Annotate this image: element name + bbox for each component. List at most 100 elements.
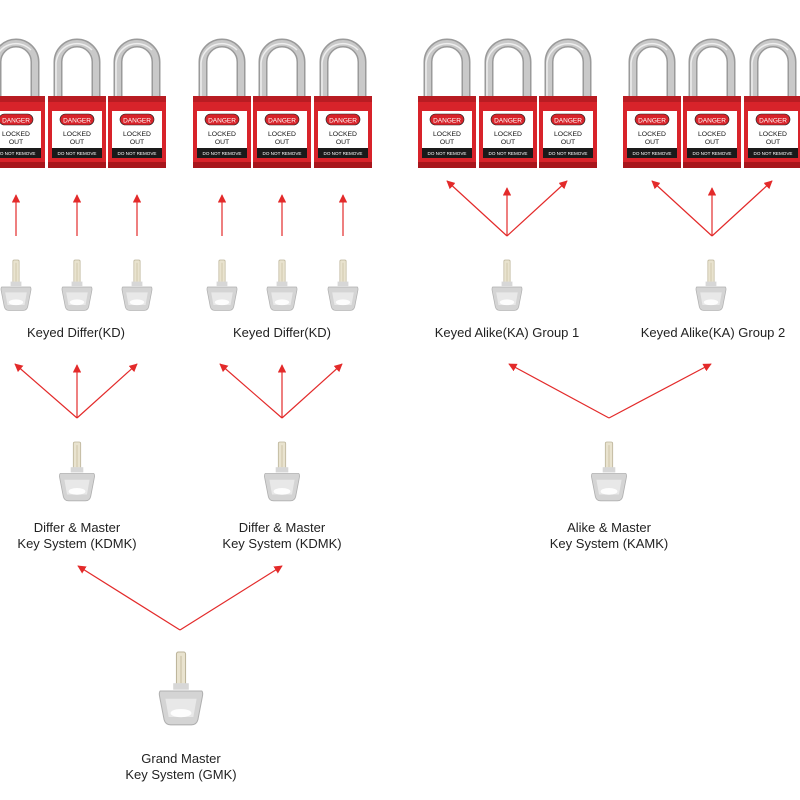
padlock-tag-locked: LOCKED bbox=[123, 131, 151, 138]
padlock-tag-danger: DANGER bbox=[63, 117, 91, 124]
padlock-tag-locked: LOCKED bbox=[554, 131, 582, 138]
padlock-tag-out: OUT bbox=[336, 139, 350, 146]
system-label-kdmk-2-line-1: Differ & Master bbox=[238, 520, 326, 535]
padlock-tag-danger: DANGER bbox=[759, 117, 787, 124]
system-label-kamk-line-1: Alike & Master bbox=[567, 520, 651, 535]
padlock-tag-locked: LOCKED bbox=[638, 131, 666, 138]
system-label-kdmk-2-line-2: Key System (KDMK) bbox=[222, 536, 342, 551]
padlock-tag-out: OUT bbox=[275, 139, 289, 146]
key-icon bbox=[695, 259, 727, 311]
group-label-kd-2: Keyed Differ(KD) bbox=[232, 325, 332, 340]
system-label-gmk-line-2: Key System (GMK) bbox=[125, 767, 237, 782]
padlock-tag-do-not-remove: DO NOT REMOVE bbox=[118, 151, 157, 156]
system-label-kamk: Alike & Master Key System (KAMK) bbox=[550, 520, 668, 552]
group-label-ka-1: Keyed Alike(KA) Group 1 bbox=[434, 325, 580, 340]
arrow bbox=[608, 363, 712, 419]
system-label-gmk-line-1: Grand Master bbox=[141, 751, 221, 766]
padlock-tag-do-not-remove: DO NOT REMOVE bbox=[203, 151, 242, 156]
arrow bbox=[219, 363, 283, 419]
system-label-kamk-line-2: Key System (KAMK) bbox=[549, 536, 669, 551]
padlock-tag-locked: LOCKED bbox=[329, 131, 357, 138]
padlock-tag-locked: LOCKED bbox=[494, 131, 522, 138]
padlock-tag-do-not-remove: DO NOT REMOVE bbox=[324, 151, 363, 156]
padlock-tag-do-not-remove: DO NOT REMOVE bbox=[754, 151, 793, 156]
key-icon bbox=[591, 441, 627, 502]
padlock-tag-danger: DANGER bbox=[268, 117, 296, 124]
padlock-tag-do-not-remove: DO NOT REMOVE bbox=[549, 151, 588, 156]
arrow bbox=[506, 180, 568, 237]
arrow bbox=[14, 363, 78, 419]
group-label-ka-2: Keyed Alike(KA) Group 2 bbox=[640, 325, 786, 340]
key-icon bbox=[61, 259, 93, 311]
padlock-tag-locked: LOCKED bbox=[759, 131, 787, 138]
arrow bbox=[281, 363, 343, 419]
padlock-tag-locked: LOCKED bbox=[433, 131, 461, 138]
system-label-kdmk-1: Differ & Master Key System (KDMK) bbox=[17, 520, 136, 552]
padlock-tag-out: OUT bbox=[9, 139, 23, 146]
arrow bbox=[711, 180, 773, 237]
key-icon bbox=[491, 259, 523, 311]
padlock-tag-locked: LOCKED bbox=[2, 131, 30, 138]
padlock-tag-do-not-remove: DO NOT REMOVE bbox=[428, 151, 467, 156]
key-icon bbox=[0, 259, 32, 311]
padlock-tag-danger: DANGER bbox=[123, 117, 151, 124]
padlock-tag-danger: DANGER bbox=[2, 117, 30, 124]
arrow bbox=[508, 363, 610, 419]
padlock-tag-out: OUT bbox=[705, 139, 719, 146]
arrow bbox=[76, 363, 138, 419]
key-icon bbox=[121, 259, 153, 311]
padlock-tag-danger: DANGER bbox=[329, 117, 357, 124]
padlock-tag-out: OUT bbox=[70, 139, 84, 146]
padlock-tag-danger: DANGER bbox=[638, 117, 666, 124]
padlock-tag-do-not-remove: DO NOT REMOVE bbox=[693, 151, 732, 156]
system-label-gmk: Grand Master Key System (GMK) bbox=[125, 751, 236, 783]
padlock-tag-danger: DANGER bbox=[698, 117, 726, 124]
padlock-tag-out: OUT bbox=[215, 139, 229, 146]
arrow bbox=[446, 180, 508, 237]
padlock-tag-do-not-remove: DO NOT REMOVE bbox=[263, 151, 302, 156]
system-label-kdmk-1-line-2: Key System (KDMK) bbox=[17, 536, 137, 551]
padlock-tag-locked: LOCKED bbox=[208, 131, 236, 138]
system-label-kdmk-2: Differ & Master Key System (KDMK) bbox=[222, 520, 341, 552]
key-icon bbox=[264, 441, 300, 502]
arrow bbox=[179, 565, 283, 631]
padlock-tag-out: OUT bbox=[645, 139, 659, 146]
arrows bbox=[11, 180, 773, 631]
padlock-tag-do-not-remove: DO NOT REMOVE bbox=[58, 151, 97, 156]
padlock-tag-out: OUT bbox=[130, 139, 144, 146]
group-label-kd-1: Keyed Differ(KD) bbox=[26, 325, 126, 340]
padlock-tag-danger: DANGER bbox=[554, 117, 582, 124]
padlock-tag-do-not-remove: DO NOT REMOVE bbox=[0, 151, 35, 156]
arrow bbox=[77, 565, 181, 631]
padlock-tag-danger: DANGER bbox=[433, 117, 461, 124]
padlock-tag-locked: LOCKED bbox=[63, 131, 91, 138]
padlock-tag-out: OUT bbox=[561, 139, 575, 146]
padlock-tag-do-not-remove: DO NOT REMOVE bbox=[633, 151, 672, 156]
padlock-tag-out: OUT bbox=[501, 139, 515, 146]
padlock-tag-danger: DANGER bbox=[208, 117, 236, 124]
padlock-tag-do-not-remove: DO NOT REMOVE bbox=[489, 151, 528, 156]
key-icon bbox=[59, 441, 95, 502]
padlock-tag-out: OUT bbox=[440, 139, 454, 146]
key-icon bbox=[266, 259, 298, 311]
key-icon bbox=[206, 259, 238, 311]
padlock-tag-out: OUT bbox=[766, 139, 780, 146]
padlock-tag-danger: DANGER bbox=[494, 117, 522, 124]
arrow bbox=[651, 180, 713, 237]
system-label-kdmk-1-line-1: Differ & Master bbox=[33, 520, 121, 535]
padlock-tag-locked: LOCKED bbox=[268, 131, 296, 138]
